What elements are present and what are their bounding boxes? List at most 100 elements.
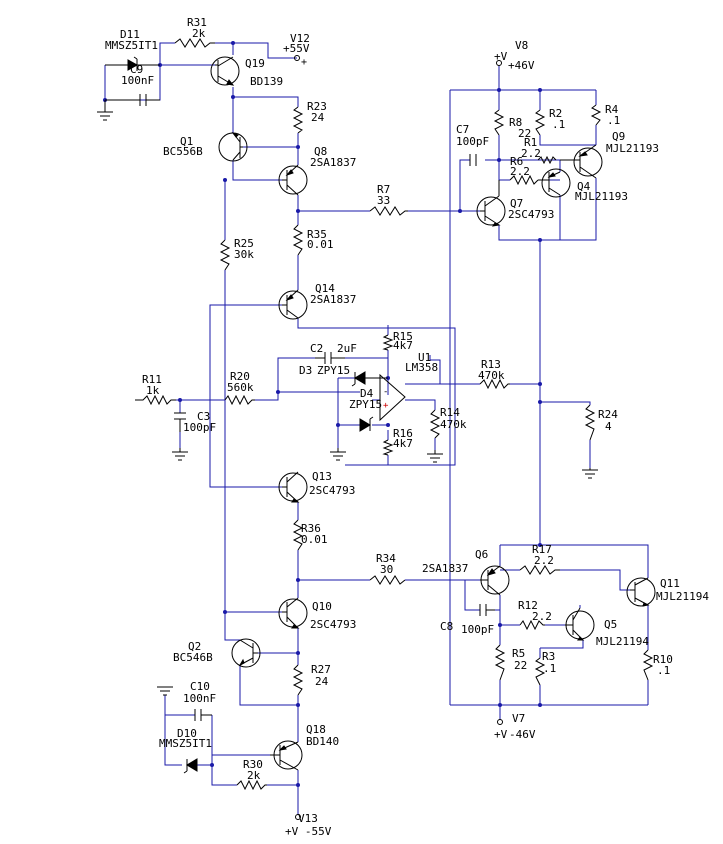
ground-r24 [582,468,598,479]
r6-label: R6 [510,155,523,168]
q14-value: 2SA1837 [310,293,356,306]
c7-capacitor [469,154,477,166]
resistors [135,38,654,791]
q2-value: BC546B [173,651,213,664]
r14-value: 470k [440,418,467,431]
r25-value: 30k [234,248,254,261]
d11-label: D11 [120,28,140,41]
svg-text:+: + [383,401,389,411]
r2-value: .1 [552,118,565,131]
r4-value: .1 [607,114,620,127]
d3-zener-diode [351,371,388,387]
r1-value: 2.2 [521,147,541,160]
q11-value: MJL21194 [656,590,709,603]
r3-value: .1 [543,662,556,675]
capacitors [105,94,495,721]
r34-value: 30 [380,563,393,576]
r4-label: R4 [605,103,619,116]
r5-value: 22 [514,659,527,672]
junctions [103,41,542,787]
q8-label: Q8 [314,145,327,158]
r15-value: 4k7 [393,339,413,352]
ground-r14 [427,450,443,463]
v12-label: V12 [290,32,310,45]
q8-value: 2SA1837 [310,156,356,169]
r34-resistor [369,575,406,585]
r10-label: R10 [653,653,673,666]
c9-label: C9 [130,63,143,76]
q18-label: Q18 [306,723,326,736]
supply-terminals [294,55,503,820]
v8-prefix: +V [494,50,508,63]
r25-label: R25 [234,237,254,250]
r12-resistor [519,619,545,631]
q13-transistor [278,471,308,503]
r12-label: R12 [518,599,538,612]
r7-resistor [369,206,408,216]
v7-prefix: +V [494,728,508,741]
q2-transistor [231,638,261,668]
d10-value: MMSZ5IT1 [159,737,212,750]
v13-label: V13 [298,812,318,825]
q10-label: Q10 [312,600,332,613]
u1-label: U1 [418,351,431,364]
q18-value: BD140 [306,735,339,748]
v13-value: +V -55V [285,825,332,838]
c8-value: 100pF [461,623,494,636]
u1-value: LM358 [405,361,438,374]
r27-value: 24 [315,675,329,688]
r36-value: 0.01 [301,533,328,546]
q13-value: 2SC4793 [309,484,355,497]
r24-label: R24 [598,408,618,421]
r31-resistor [174,38,215,48]
r10-resistor [642,649,654,681]
q4-transistor [538,168,571,198]
r14-resistor [429,409,441,439]
r23-value: 24 [311,111,325,124]
r1-resistor [537,155,557,165]
r35-resistor [292,224,304,256]
q6-transistor [480,565,510,596]
c8-label: C8 [440,620,453,633]
r5-label: R5 [512,647,525,660]
r11-resistor [135,394,176,406]
d11-zener-diode [105,56,160,71]
r23-resistor [292,106,304,134]
labels: D11 MMSZ5IT1 R31 2k C9 100nF V12 +55V + … [105,16,709,838]
r17-value: 2.2 [534,554,554,567]
c2-label: C2 [310,342,323,355]
q10-value: 2SC4793 [310,618,356,631]
r5-resistor [494,644,506,681]
d3-value: ZPY15 [317,364,350,377]
r30-value: 2k [247,769,261,782]
q5-transistor [565,607,595,641]
r3-label: R3 [542,650,555,663]
r6-value: 2.2 [510,165,530,178]
r36-resistor [292,519,304,551]
c3-value: 100pF [183,421,216,434]
q18-transistor [270,740,303,771]
r31-value: 2k [192,27,206,40]
r14-label: R14 [440,406,460,419]
r4-resistor [590,104,602,126]
q19-value: BD139 [250,75,283,88]
r8-label: R8 [509,116,522,129]
d3-label: D3 [299,364,312,377]
ground-c3 [172,448,188,461]
ground-c10 [157,686,173,696]
d4-zener-diode [359,416,374,432]
q2-label: Q2 [188,640,201,653]
r17-label: R17 [532,543,552,556]
q7-value: 2SC4793 [508,208,554,221]
c2-value: 2uF [337,342,357,355]
r3-resistor [534,657,546,686]
c9-value: 100nF [121,74,154,87]
q7-label: Q7 [510,197,523,210]
transistors [210,56,656,771]
diodes [105,56,388,774]
q11-transistor [626,577,656,607]
c9-capacitor [105,94,160,106]
r16-value: 4k7 [393,437,413,450]
r30-resistor [236,779,267,791]
r16-label: R16 [393,427,413,440]
